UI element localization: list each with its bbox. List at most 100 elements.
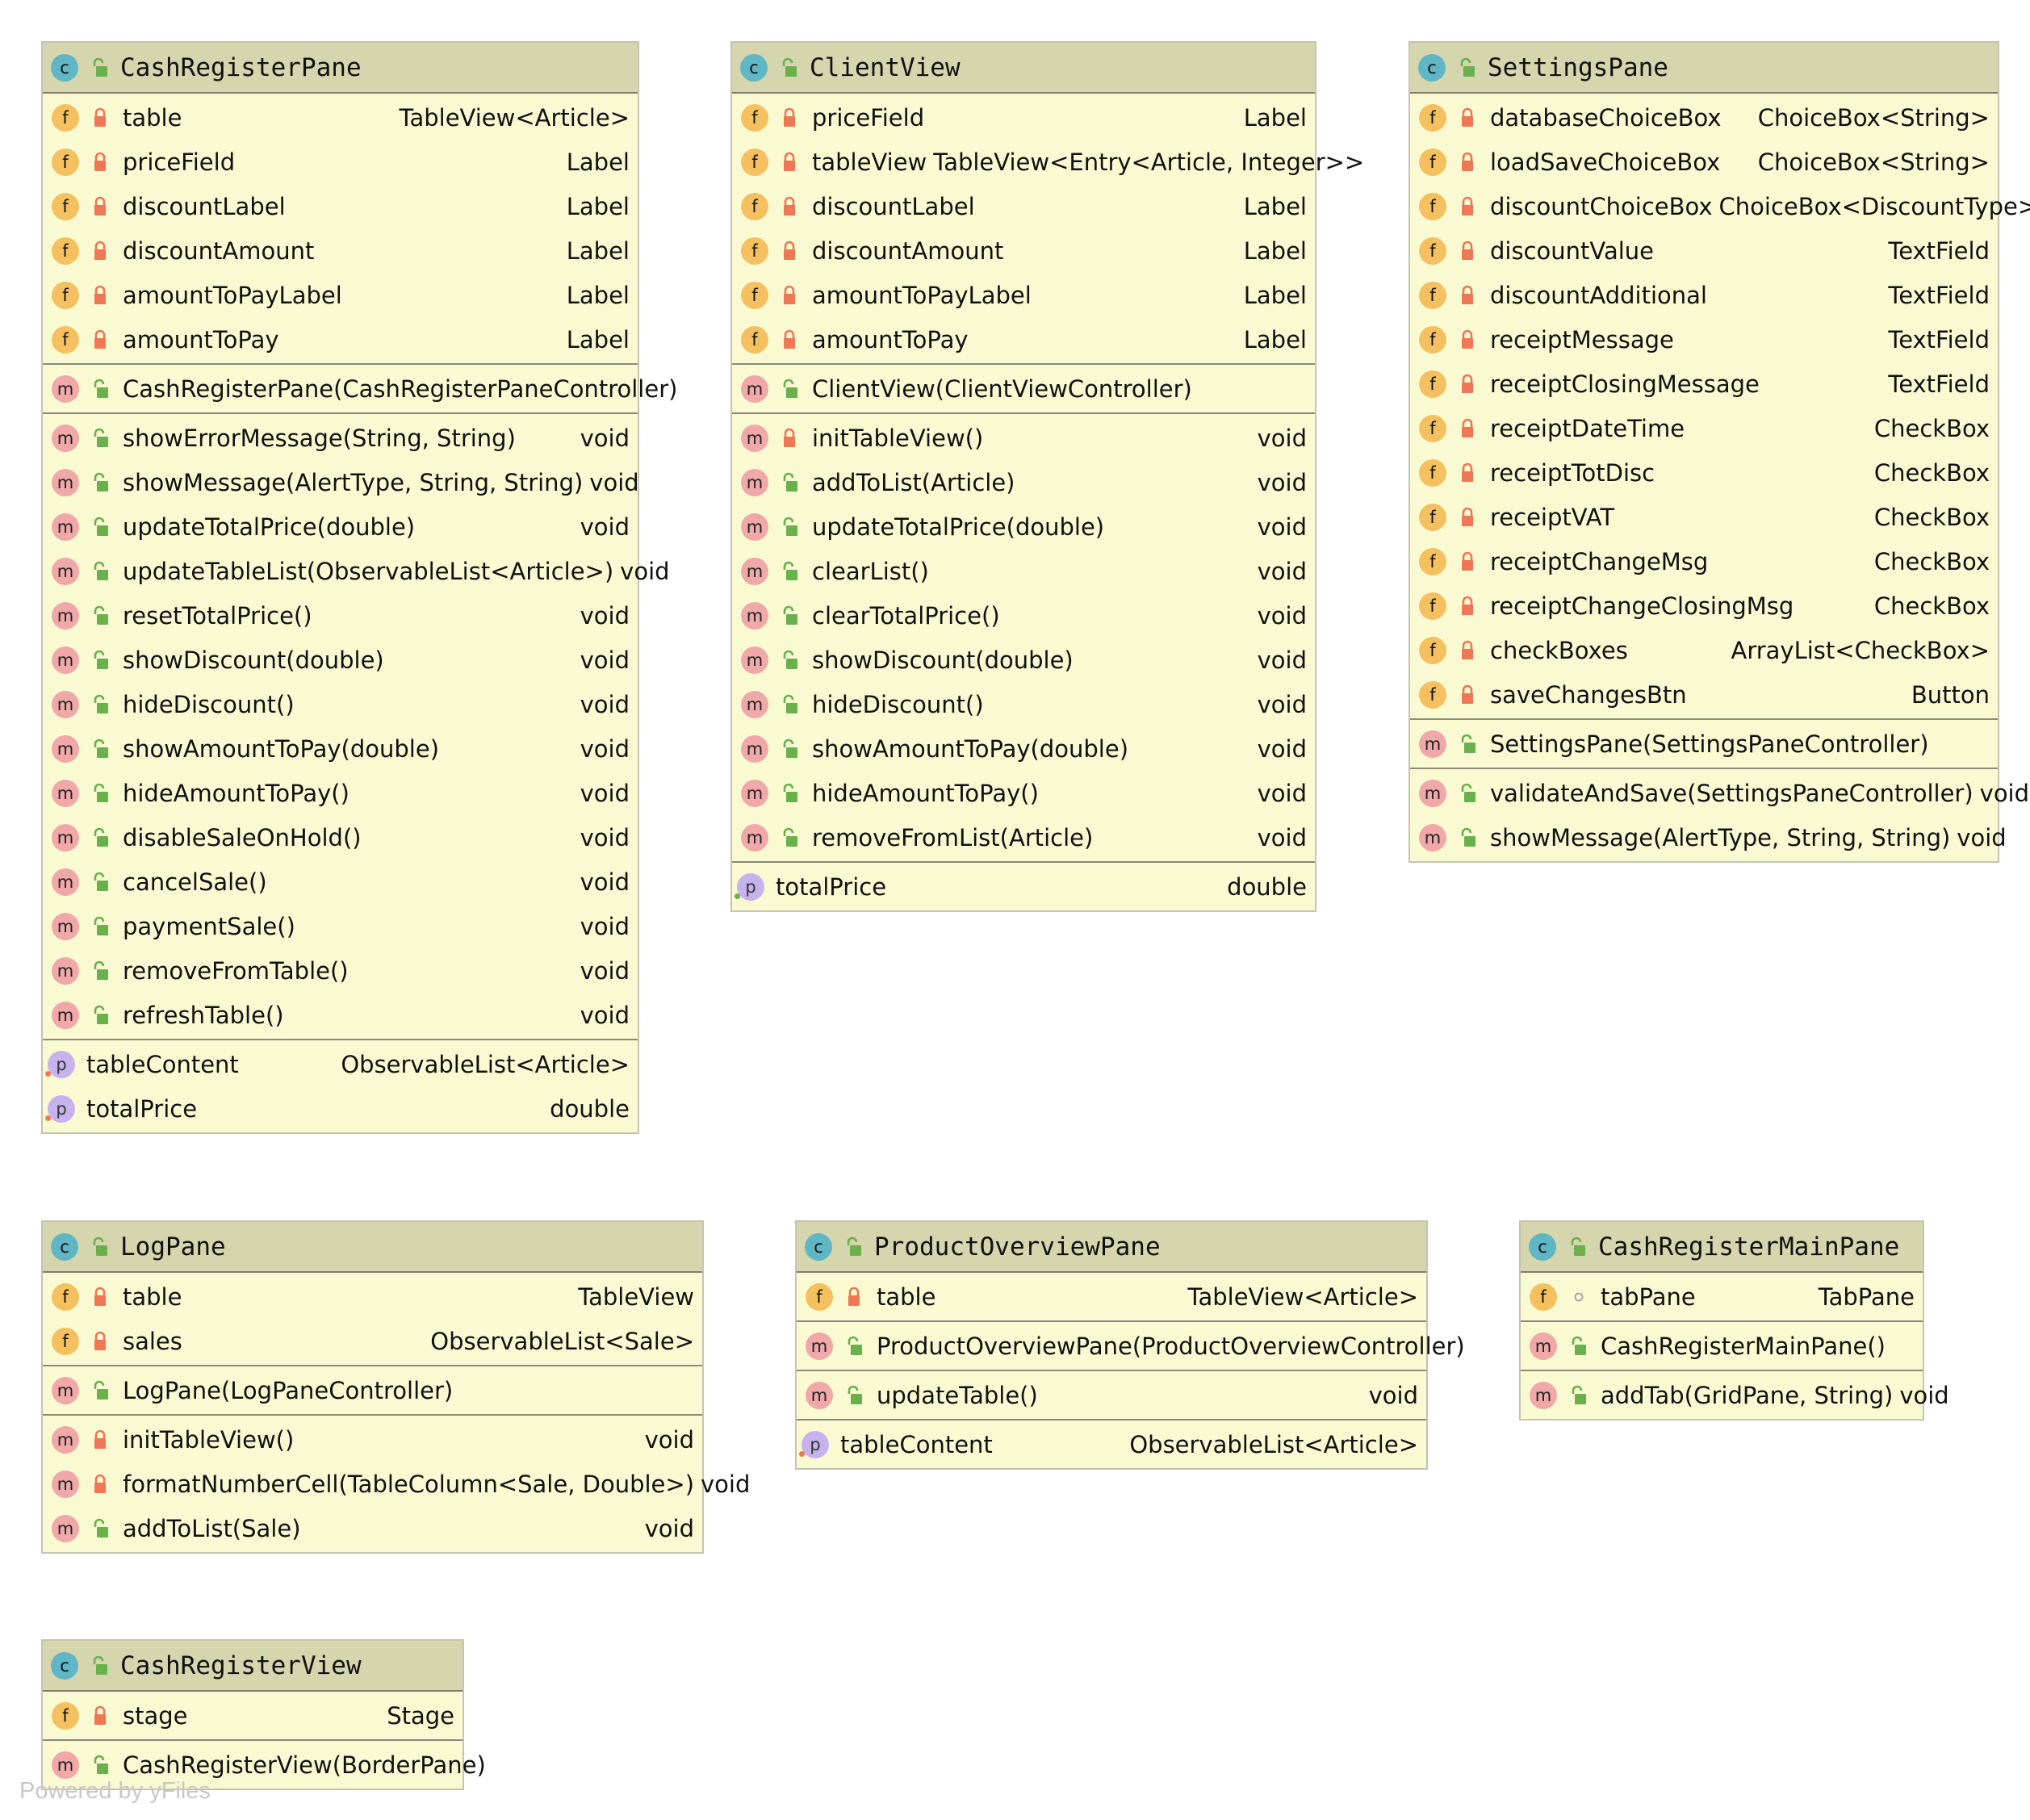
field-icon: f [806, 1282, 833, 1311]
member-type: Label [1243, 236, 1307, 265]
class-title: CashRegisterPane [120, 52, 362, 82]
method-icon: m [741, 601, 768, 630]
member-type: void [644, 1425, 694, 1454]
public-unlock-icon [89, 375, 113, 403]
member-name: table [877, 1282, 936, 1311]
member-type: void [1257, 468, 1307, 496]
private-lock-icon [1456, 548, 1480, 575]
member-type: TextField [1888, 236, 1990, 265]
method-icon: m [741, 734, 768, 763]
method-icon: m [1419, 823, 1446, 851]
private-lock-icon [89, 1702, 113, 1730]
member-name: LogPane(LogPaneController) [123, 1376, 454, 1404]
field-icon: f [52, 325, 79, 354]
private-lock-icon [1456, 592, 1480, 620]
method-icon: m [52, 1001, 79, 1029]
getter-dot-icon [799, 1450, 805, 1457]
member-name: tabPane [1601, 1282, 1696, 1311]
member-type: Label [566, 325, 630, 354]
